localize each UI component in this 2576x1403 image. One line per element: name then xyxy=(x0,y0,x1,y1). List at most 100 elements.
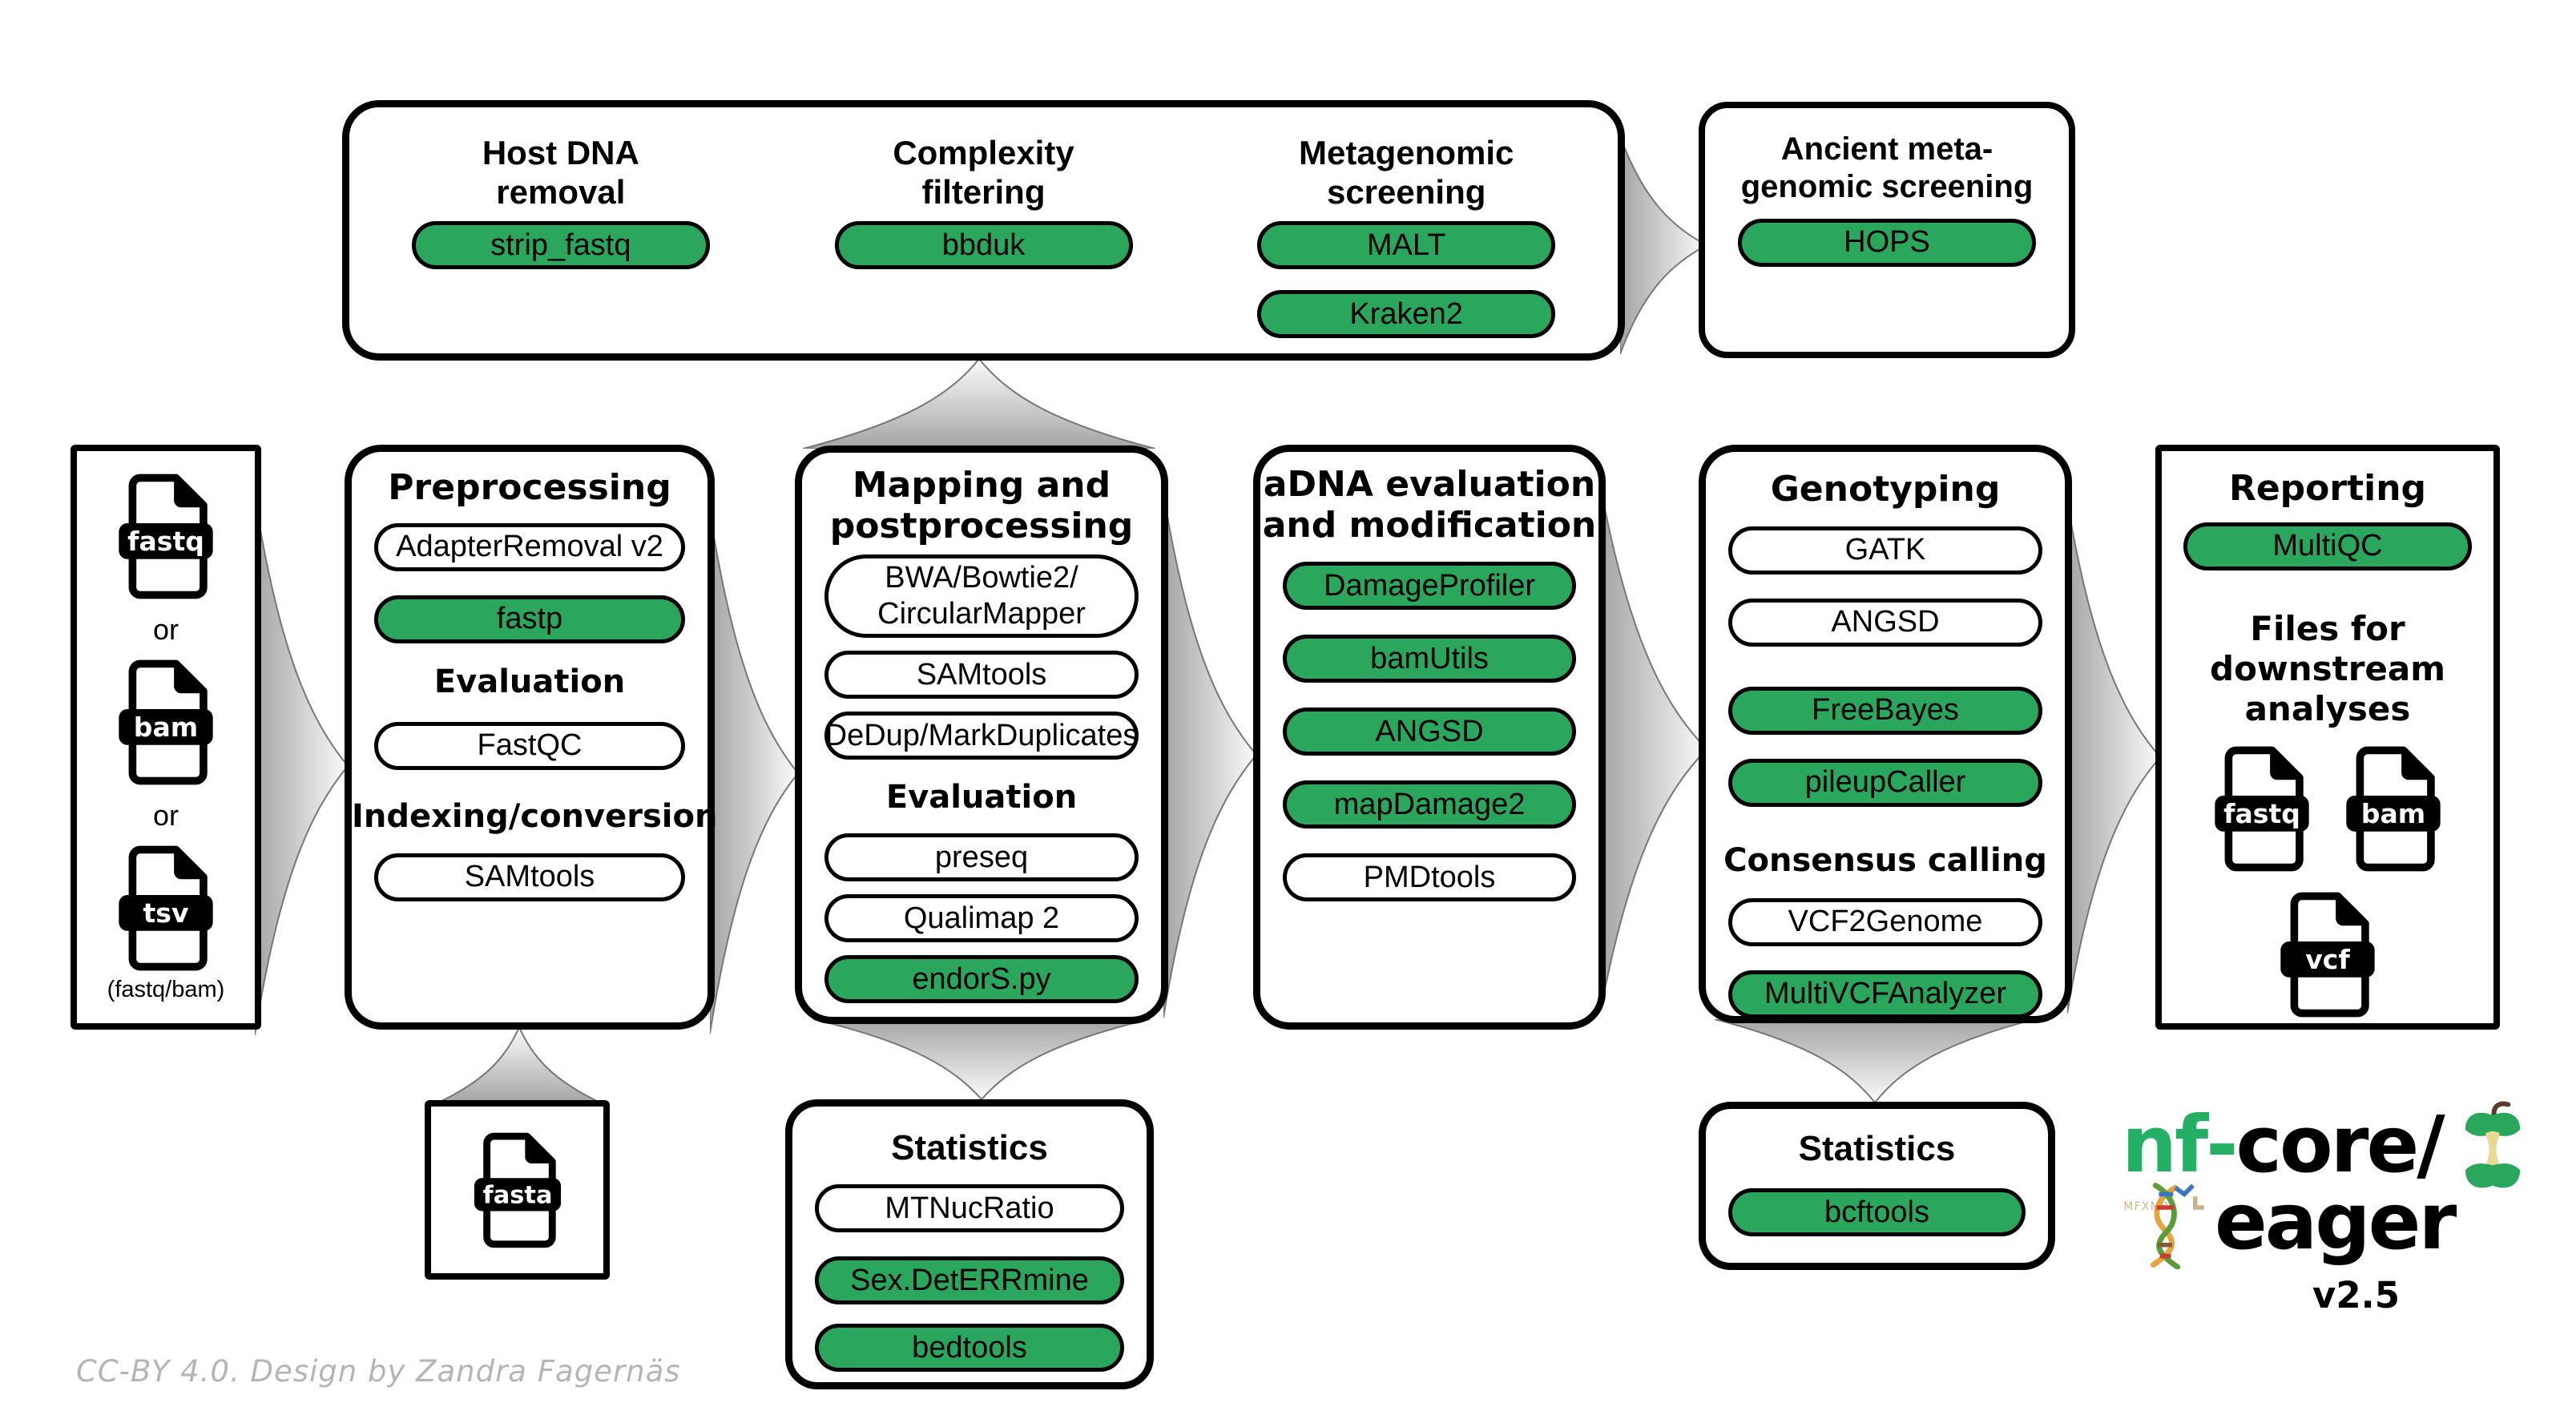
svg-text:fasta: fasta xyxy=(482,1182,552,1210)
tool-pill-mapdamage2: mapDamage2 xyxy=(1283,780,1576,829)
genotyping-box: Genotyping GATK ANGSD FreeBayes pileupCa… xyxy=(1699,445,2072,1023)
arrow-preprocessing-to-mapping xyxy=(710,513,798,1034)
bam-file-icon: bam xyxy=(119,659,213,785)
arrow-mapping-to-screening xyxy=(803,359,1155,449)
box-title: Statistics xyxy=(1798,1129,1956,1168)
arrow-input-to-preprocessing xyxy=(255,497,348,1035)
svg-text:tsv: tsv xyxy=(143,897,188,929)
logo-line-1: nf-core/ xyxy=(2122,1099,2554,1194)
box-title: Mapping and postprocessing xyxy=(829,465,1134,546)
tool-pill-bedtools: bedtools xyxy=(815,1324,1124,1373)
preprocessing-box: Preprocessing AdapterRemoval v2 fastp Ev… xyxy=(345,445,718,1030)
tool-pill-qualimap2: Qualimap 2 xyxy=(824,894,1139,943)
fastq-file-icon: fastq xyxy=(2215,746,2309,872)
arrow-metagenomic-to-ancient xyxy=(1620,136,1707,354)
output-files-row: fastq bam xyxy=(2211,744,2445,873)
tool-pill-malt: MALT xyxy=(1257,221,1556,270)
tool-pill-bamutils: bamUtils xyxy=(1283,635,1576,683)
arrow-adna-to-genotyping xyxy=(1601,489,1707,1010)
consensus-calling-header: Consensus calling xyxy=(1723,841,2047,879)
attribution-text: CC-BY 4.0. Design by Zandra Fagernäs xyxy=(76,1354,681,1389)
apple-core-icon xyxy=(2465,1101,2520,1188)
box-title: aDNA evaluation and modification xyxy=(1262,464,1597,546)
arrow-genotyping-to-statistics xyxy=(1715,1019,2035,1103)
input-format-note: (fastq/bam) xyxy=(107,977,225,1002)
tool-pill-dedup-markduplicates: DeDup/MarkDuplicates xyxy=(824,712,1139,760)
ancient-metagenomic-screening-box: Ancient meta- genomic screening HOPS xyxy=(1699,102,2075,358)
tool-pill-bwa-bowtie2-circularmapper: BWA/Bowtie2/ CircularMapper xyxy=(824,554,1139,639)
svg-text:fastq: fastq xyxy=(127,526,204,557)
logo-nf: nf xyxy=(2122,1099,2208,1190)
logo-core: core/ xyxy=(2235,1099,2445,1190)
tool-pill-fastqc: FastQC xyxy=(374,721,685,770)
tool-pill-fastp: fastp xyxy=(374,595,685,643)
tool-pill-pmdtools: PMDtools xyxy=(1283,853,1576,902)
fastq-file-icon: fastq xyxy=(119,474,213,599)
input-files-box: fastq or bam or tsv (fastq/bam) xyxy=(71,445,261,1030)
statistics-genotyping-box: Statistics bcftools xyxy=(1699,1102,2055,1270)
box-title: Preprocessing xyxy=(388,467,671,508)
nf-core-eager-logo: nf-core/ MFXMR eager v2.5 xyxy=(2122,1099,2554,1336)
tool-pill-mtnucratio: MTNucRatio xyxy=(815,1184,1124,1233)
files-downstream-header: Files for downstream analyses xyxy=(2210,608,2445,729)
tool-pill-vcf2genome: VCF2Genome xyxy=(1728,897,2042,946)
fasta-reference-box: fasta xyxy=(425,1100,610,1280)
dna-helix-icon: MFXMR xyxy=(2123,1183,2204,1269)
tool-pill-multivcfanalyzer: MultiVCFAnalyzer xyxy=(1728,970,2042,1018)
tool-pill-bbduk: bbduk xyxy=(834,221,1133,270)
statistics-mapping-box: Statistics MTNucRatio Sex.DetERRmine bed… xyxy=(785,1099,1154,1389)
screening-pipeline-box: Host DNA removal strip_fastq Complexity … xyxy=(342,100,1625,361)
tool-pill-samtools: SAMtools xyxy=(374,853,685,901)
box-title: Genotyping xyxy=(1770,469,2001,510)
reporting-box: Reporting MultiQC Files for downstream a… xyxy=(2155,445,2500,1030)
indexing-header: Indexing/conversion xyxy=(352,797,718,835)
svg-text:vcf: vcf xyxy=(2305,944,2350,975)
section-title: Complexity filtering xyxy=(893,134,1074,212)
section-host-dna-removal: Host DNA removal strip_fastq xyxy=(349,107,772,353)
tool-pill-multiqc: MultiQC xyxy=(2183,522,2472,570)
arrow-mapping-to-statistics xyxy=(813,1019,1150,1099)
svg-text:bam: bam xyxy=(2361,798,2425,829)
box-title: Statistics xyxy=(891,1128,1048,1167)
evaluation-header: Evaluation xyxy=(433,663,626,700)
svg-text:bam: bam xyxy=(134,712,198,743)
tool-pill-freebayes: FreeBayes xyxy=(1728,686,2042,735)
evaluation-header: Evaluation xyxy=(885,779,1078,816)
fasta-file-icon: fasta xyxy=(474,1132,561,1248)
svg-text:fastq: fastq xyxy=(2223,798,2300,829)
box-title: Reporting xyxy=(2228,468,2427,509)
tool-pill-gatk: GATK xyxy=(1728,526,2042,575)
tool-pill-strip-fastq: strip_fastq xyxy=(411,221,710,270)
tool-pill-damageprofiler: DamageProfiler xyxy=(1283,562,1576,611)
box-title: Ancient meta- genomic screening xyxy=(1740,131,2034,204)
tool-pill-hops: HOPS xyxy=(1738,218,2036,267)
tool-pill-preseq: preseq xyxy=(824,833,1139,882)
logo-dash: - xyxy=(2206,1099,2238,1190)
logo-version: v2.5 xyxy=(2312,1274,2401,1316)
bam-file-icon: bam xyxy=(2346,746,2441,872)
arrow-fasta-to-preprocessing xyxy=(437,1027,602,1103)
logo-line-2: MFXMR eager xyxy=(2122,1181,2554,1269)
section-metagenomic-screening: Metagenomic screening MALT Kraken2 xyxy=(1195,107,1618,353)
tool-pill-sexdeterrmine: Sex.DetERRmine xyxy=(815,1256,1124,1305)
mapping-box: Mapping and postprocessing BWA/Bowtie2/ … xyxy=(795,445,1168,1024)
vcf-file-icon: vcf xyxy=(2280,892,2375,1018)
arrow-genotyping-to-reporting xyxy=(2067,501,2160,1014)
section-title: Host DNA removal xyxy=(482,134,639,212)
or-label: or xyxy=(152,613,179,646)
tool-pill-angsd: ANGSD xyxy=(1728,598,2042,647)
tool-pill-endors-py: endorS.py xyxy=(824,955,1139,1004)
tool-pill-angsd: ANGSD xyxy=(1283,708,1576,756)
tool-pill-kraken2: Kraken2 xyxy=(1257,290,1556,339)
tool-pill-adapterremoval: AdapterRemoval v2 xyxy=(374,522,685,571)
logo-eager: eager xyxy=(2215,1176,2457,1267)
section-title: Metagenomic screening xyxy=(1298,134,1514,212)
tsv-file-icon: tsv xyxy=(119,845,213,971)
or-label: or xyxy=(152,799,179,832)
arrow-mapping-to-adna xyxy=(1163,493,1256,1018)
tool-pill-pileupcaller: pileupCaller xyxy=(1728,758,2042,807)
tool-pill-bcftools: bcftools xyxy=(1728,1188,2026,1237)
tool-pill-samtools: SAMtools xyxy=(824,651,1139,699)
section-complexity-filtering: Complexity filtering bbduk xyxy=(772,107,1195,353)
